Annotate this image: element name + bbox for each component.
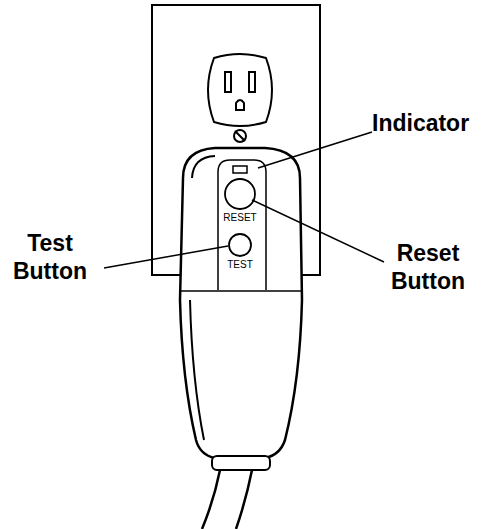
button-panel <box>218 160 266 290</box>
reset-button <box>225 179 255 209</box>
part-label: Test Button <box>2 230 98 285</box>
button-text: RESET <box>210 212 270 224</box>
leader-line <box>252 200 384 262</box>
outlet-slot <box>249 72 255 92</box>
part-label: Indicator <box>372 110 490 138</box>
power-cord <box>202 470 252 529</box>
outlet-slot <box>225 72 231 92</box>
button-text: TEST <box>210 259 270 271</box>
outlet-face <box>208 54 272 126</box>
ground-hole <box>236 100 244 110</box>
leader-line <box>104 246 228 268</box>
plug-body <box>180 148 302 458</box>
plug-edge <box>190 156 215 440</box>
plate-screw <box>234 130 246 142</box>
leader-line <box>258 132 372 168</box>
indicator-light <box>233 166 247 173</box>
test-button <box>229 234 251 256</box>
body-seam <box>181 290 302 292</box>
screw-slot <box>235 131 245 141</box>
strain-relief <box>212 456 270 470</box>
part-label: Reset Button <box>372 240 484 295</box>
